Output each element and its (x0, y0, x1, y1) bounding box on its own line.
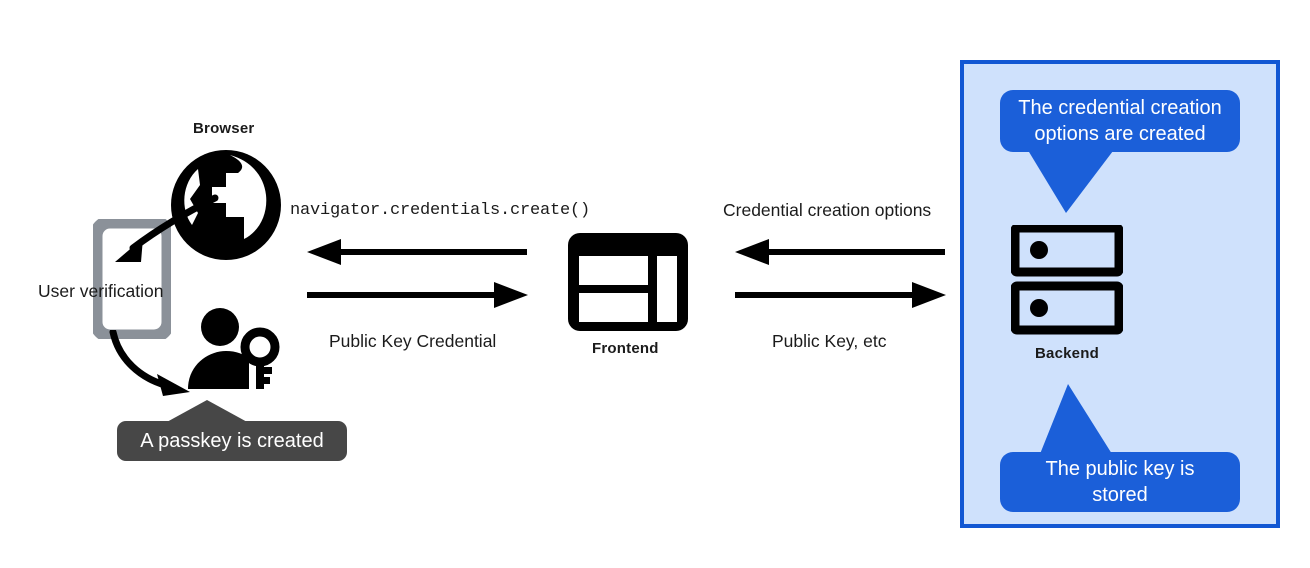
credential-options-callout: The credential creation options are crea… (1000, 90, 1240, 152)
frontend-label: Frontend (592, 340, 659, 357)
passkey-tooltip: A passkey is created (117, 421, 347, 461)
public-key-etc-label: Public Key, etc (772, 331, 887, 351)
public-key-stored-callout: The public key is stored (1000, 452, 1240, 512)
callout-line-1: The credential creation (1018, 97, 1222, 119)
passkey-tooltip-text: A passkey is created (140, 429, 324, 452)
phone-to-user-arrow (109, 330, 190, 396)
browser-label: Browser (193, 120, 255, 137)
browser-to-phone-arrow (115, 194, 219, 262)
public-key-credential-arrow (307, 282, 528, 308)
passkey-tooltip-tail (165, 400, 249, 423)
public-key-stored-callout-tail (1040, 384, 1112, 454)
server-icon (1011, 225, 1123, 335)
smartphone-icon (93, 219, 171, 339)
public-key-credential-label: Public Key Credential (329, 331, 497, 351)
credential-options-callout-tail (1026, 147, 1116, 213)
person-with-key-icon (188, 308, 280, 389)
backend-label: Backend (1035, 345, 1099, 362)
callout-line-1: The public key is (1045, 458, 1195, 480)
credential-creation-options-label: Credential creation options (723, 200, 932, 220)
callout-line-2: options are created (1034, 123, 1206, 145)
navigator-create-label: navigator.credentials.create() (290, 201, 591, 220)
navigator-create-arrow (307, 239, 527, 265)
web-layout-icon (568, 233, 688, 331)
public-key-etc-arrow (735, 282, 946, 308)
user-verification-label: User verification (38, 281, 164, 301)
credential-creation-options-arrow (735, 239, 945, 265)
callout-line-2: stored (1092, 484, 1148, 506)
